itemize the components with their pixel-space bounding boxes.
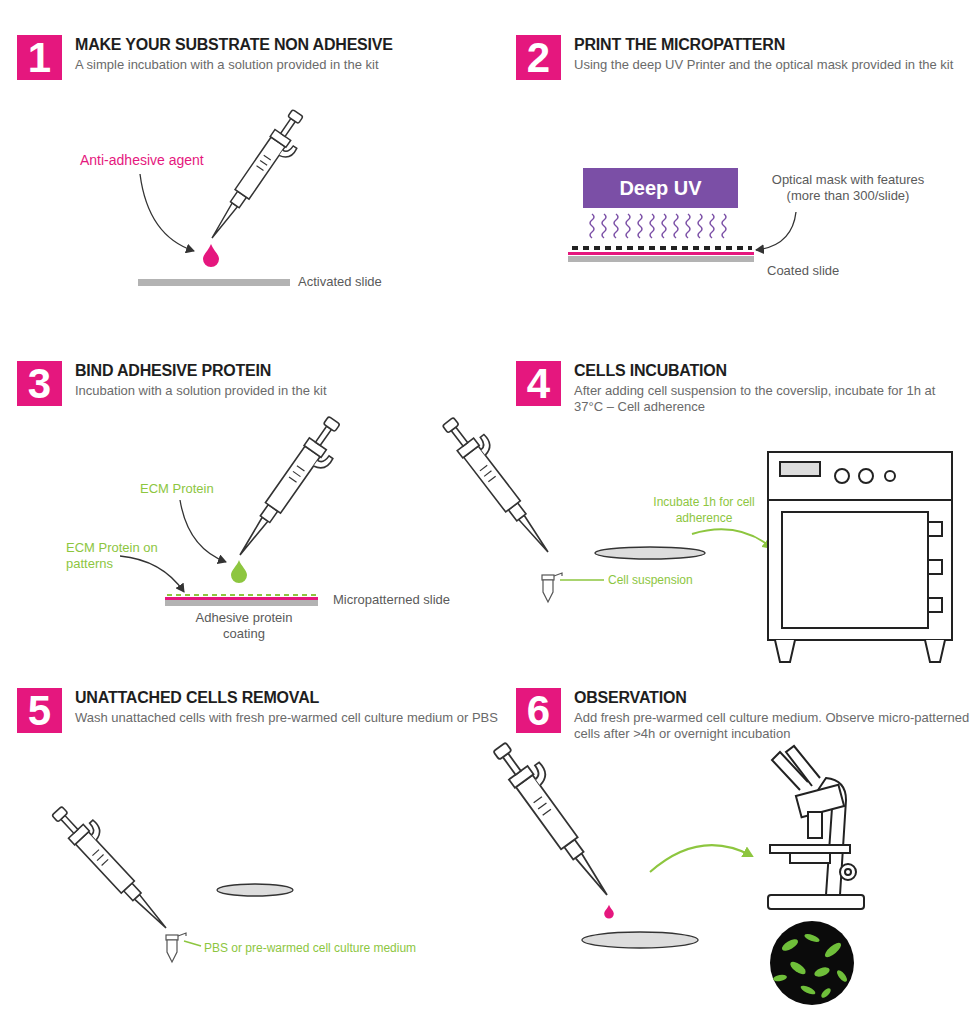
- step-heading: PRINT THE MICROPATTERN: [574, 36, 785, 54]
- step-description: After adding cell suspension to the cove…: [574, 383, 966, 415]
- step-description: Incubation with a solution provided in t…: [75, 383, 455, 399]
- uv-rays: [590, 214, 726, 238]
- liquid-drop: [604, 905, 614, 919]
- pipette-icon: [204, 108, 314, 249]
- glass-slide: [138, 279, 290, 286]
- step-description: A simple incubation with a solution prov…: [75, 57, 455, 73]
- step-badge: 3BIND ADHESIVE PROTEINIncubation with a …: [17, 361, 62, 406]
- step-number: 4: [516, 361, 561, 406]
- coverslip: [582, 932, 698, 948]
- annotation-label: Anti-adhesive agent: [80, 152, 204, 168]
- flow-arrow: [650, 845, 752, 872]
- uv-lamp-box: Deep UV: [583, 168, 738, 208]
- sample-tube: [166, 933, 186, 962]
- glass-slide: [165, 600, 318, 606]
- annotation-label: ECM Protein: [140, 481, 214, 497]
- leader-line: [184, 941, 201, 946]
- pipette-icon: [49, 797, 181, 935]
- annotation-label: Cell suspension: [608, 572, 693, 588]
- coating-layer: [165, 597, 318, 600]
- step-badge: 4CELLS INCUBATIONAfter adding cell suspe…: [516, 361, 561, 406]
- pipette-icon: [440, 409, 565, 559]
- step-heading: OBSERVATION: [574, 689, 686, 707]
- pipette-icon: [490, 733, 626, 902]
- step-heading: CELLS INCUBATION: [574, 362, 727, 380]
- step-heading: UNATTACHED CELLS REMOVAL: [75, 689, 319, 707]
- micrograph-view: [770, 921, 854, 1005]
- glass-slide: [568, 256, 754, 262]
- microscope-icon: [768, 746, 864, 909]
- annotation-label: Coated slide: [767, 263, 839, 279]
- step-number: 2: [516, 35, 561, 80]
- coverslip: [217, 884, 293, 896]
- step-description: Using the deep UV Printer and the optica…: [574, 57, 959, 73]
- pointer-arrow: [756, 212, 796, 250]
- pointer-arrow: [120, 556, 184, 592]
- step-badge: 2PRINT THE MICROPATTERNUsing the deep UV…: [516, 35, 561, 80]
- coverslip: [595, 547, 705, 559]
- step-number: 6: [516, 688, 561, 733]
- step-number: 1: [17, 35, 62, 80]
- pointer-arrow: [140, 174, 194, 251]
- annotation-label: PBS or pre-warmed cell culture medium: [204, 940, 416, 956]
- lamp-label: Deep UV: [619, 177, 701, 200]
- step-number: 3: [17, 361, 62, 406]
- step-heading: MAKE YOUR SUBSTRATE NON ADHESIVE: [75, 36, 393, 54]
- liquid-drop: [231, 560, 247, 583]
- annotation-label: ECM Protein on patterns: [66, 540, 158, 572]
- incubator-icon: [768, 452, 952, 662]
- step-badge: 5UNATTACHED CELLS REMOVALWash unattached…: [17, 688, 62, 733]
- pipette-icon: [232, 414, 352, 567]
- sample-tube: [542, 573, 562, 602]
- annotation-label: Adhesive protein coating: [180, 610, 308, 642]
- optical-mask: [572, 246, 752, 250]
- step-description: Wash unattached cells with fresh pre-war…: [75, 710, 520, 726]
- pointer-arrow: [180, 500, 226, 562]
- flow-arrow: [692, 529, 772, 548]
- annotation-label: Incubate 1h for cell adherence: [648, 494, 760, 526]
- annotation-label: Micropatterned slide: [333, 592, 450, 608]
- coating-layer: [568, 252, 754, 255]
- leader-line: [560, 579, 604, 581]
- patterned-cells: [773, 932, 849, 999]
- liquid-drop: [203, 244, 219, 267]
- step-description: Add fresh pre-warmed cell culture medium…: [574, 710, 976, 742]
- step-badge: 6OBSERVATIONAdd fresh pre-warmed cell cu…: [516, 688, 561, 733]
- step-heading: BIND ADHESIVE PROTEIN: [75, 362, 271, 380]
- annotation-label: Activated slide: [298, 274, 382, 290]
- step-number: 5: [17, 688, 62, 733]
- step-badge: 1MAKE YOUR SUBSTRATE NON ADHESIVEA simpl…: [17, 35, 62, 80]
- annotation-label: Optical mask with features (more than 30…: [756, 172, 940, 204]
- ecm-pattern: [167, 594, 318, 596]
